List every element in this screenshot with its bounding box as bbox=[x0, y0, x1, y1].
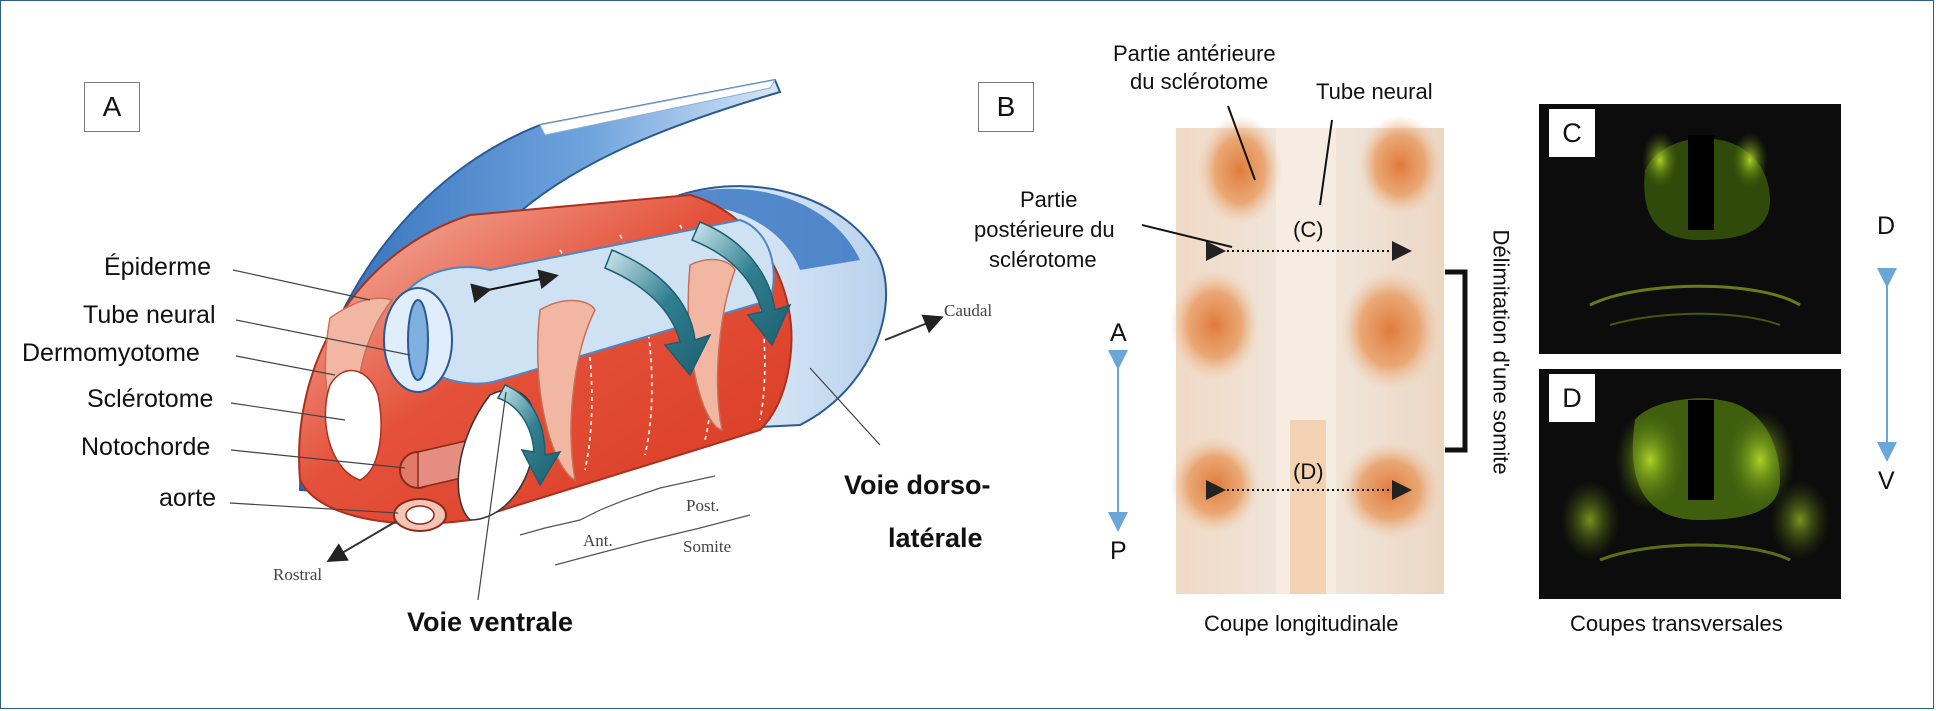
label-sclerotome: Sclérotome bbox=[87, 385, 214, 413]
stained-blobs bbox=[1170, 115, 1442, 538]
label-partie-anterieure-2: du sclérotome bbox=[1130, 69, 1269, 94]
label-voie-dorso-line1: Voie dorso- bbox=[844, 470, 991, 500]
sclerotome-lobe bbox=[324, 369, 382, 481]
label-axis-p: P bbox=[1110, 537, 1127, 565]
label-mark-d: (D) bbox=[1293, 459, 1324, 484]
label-partie-posterieure-3: sclérotome bbox=[989, 247, 1097, 272]
label-mark-c: (C) bbox=[1293, 217, 1324, 242]
panel-a-label: A bbox=[84, 82, 140, 132]
panel-b-label: B bbox=[978, 82, 1034, 132]
leader-lines-a bbox=[229, 269, 881, 601]
dorsolateral-arrow-2 bbox=[690, 221, 792, 347]
panel-c-label: C bbox=[1549, 109, 1595, 157]
panel-d-label: D bbox=[1549, 374, 1595, 422]
label-post: Post. bbox=[686, 496, 720, 515]
label-axis-v: V bbox=[1878, 467, 1895, 495]
caption-coupes-transversales: Coupes transversales bbox=[1570, 611, 1783, 636]
label-dermomyotome: Dermomyotome bbox=[22, 339, 200, 367]
label-tube-neural-b: Tube neural bbox=[1316, 79, 1433, 104]
label-epiderme: Épiderme bbox=[104, 253, 211, 281]
label-notochorde: Notochorde bbox=[81, 433, 211, 461]
somite-brackets bbox=[519, 475, 751, 566]
label-partie-anterieure-1: Partie antérieure bbox=[1113, 41, 1276, 66]
label-somite-a: Somite bbox=[683, 537, 732, 556]
somite-bracket bbox=[1445, 269, 1468, 453]
label-aorte: aorte bbox=[159, 484, 216, 512]
label-ant: Ant. bbox=[583, 531, 613, 550]
label-axis-a: A bbox=[1110, 319, 1127, 347]
caption-coupe-longitudinale: Coupe longitudinale bbox=[1204, 611, 1399, 636]
label-voie-dorso-line2: latérale bbox=[888, 523, 983, 553]
label-partie-posterieure-1: Partie bbox=[1020, 187, 1078, 212]
label-rostral: Rostral bbox=[273, 565, 323, 584]
dorsolateral-arrow-1 bbox=[604, 249, 712, 377]
label-tube-neural-a: Tube neural bbox=[83, 301, 216, 329]
label-partie-posterieure-2: postérieure du bbox=[974, 217, 1115, 242]
ventral-arrow bbox=[496, 384, 562, 487]
label-axis-d: D bbox=[1877, 212, 1896, 240]
label-voie-ventrale: Voie ventrale bbox=[407, 607, 574, 637]
label-caudal: Caudal bbox=[944, 301, 993, 320]
